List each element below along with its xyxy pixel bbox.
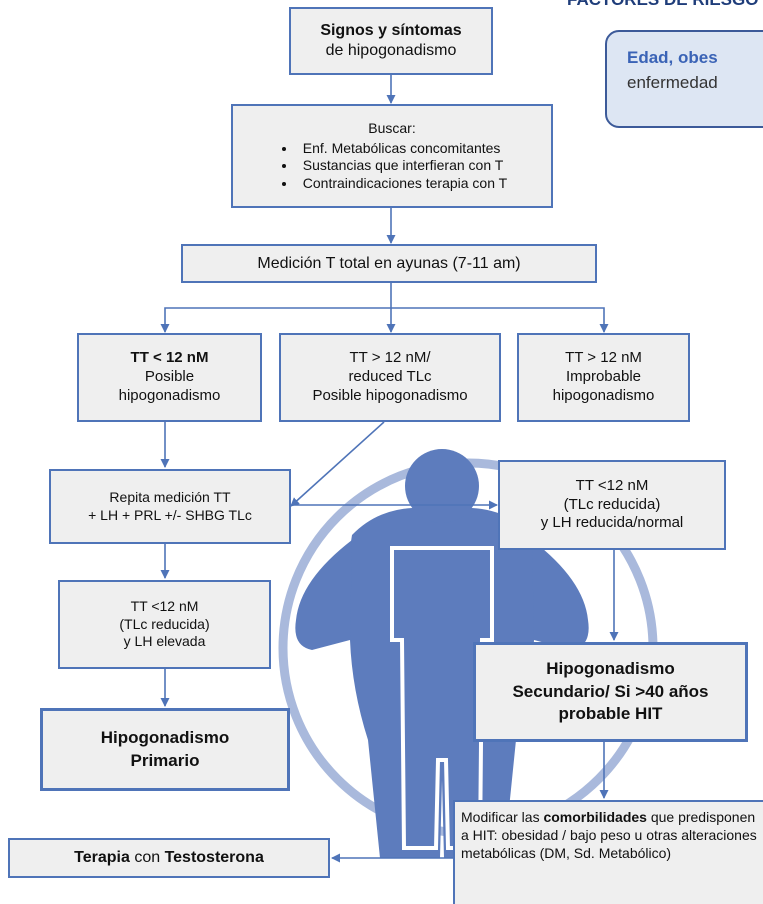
lh-high-line3: y LH elevada	[123, 633, 206, 650]
box-primary-hypogonadism: Hipogonadismo Primario	[40, 708, 290, 791]
therapy-mid: con	[129, 849, 165, 866]
arrow-ttmid-to-repeat	[290, 421, 385, 507]
box-secondary-hypogonadism: Hipogonadismo Secundario/ Si >40 años pr…	[473, 642, 748, 742]
modify-bold: comorbilidades	[543, 809, 647, 825]
therapy-bold2: Testosterona	[164, 849, 264, 866]
therapy-bold1: Terapia	[74, 849, 130, 866]
box-measurement: Medición T total en ayunas (7-11 am)	[181, 244, 597, 283]
box-search: Buscar: Enf. Metabólicas concomitantes S…	[231, 104, 553, 208]
tt-mid-line1: TT > 12 nM/	[349, 349, 431, 367]
tt-high-line2: Improbable	[565, 368, 642, 386]
tt-mid-line2: reduced TLc	[348, 368, 432, 386]
tt-high-line1: TT > 12 nM	[565, 349, 642, 367]
lh-high-line1: TT <12 nM	[130, 598, 199, 615]
risk-factors-line1: Edad, obes	[627, 48, 718, 67]
tt-low-title: TT < 12 nM	[130, 349, 209, 367]
primary-line1: Hipogonadismo	[100, 727, 230, 747]
repeat-line1: Repita medición TT	[109, 489, 231, 505]
search-title: Buscar:	[368, 120, 416, 136]
box-tt-low: TT < 12 nM Posible hipogonadismo	[77, 333, 262, 422]
box-lh-low: TT <12 nM (TLc reducida) y LH reducida/n…	[498, 460, 726, 550]
figure-inner-outline	[390, 546, 494, 850]
lh-low-line1: TT <12 nM	[575, 476, 649, 494]
branch-line	[160, 283, 392, 333]
search-item: Sustancias que interfieran con T	[297, 157, 507, 175]
modify-pre: Modificar las	[461, 809, 544, 825]
search-item: Enf. Metabólicas concomitantes	[297, 140, 507, 158]
lh-high-line2: (TLc reducida)	[119, 615, 210, 632]
repeat-line2: + LH + PRL +/- SHBG TLc	[88, 506, 252, 523]
tt-low-line3: hipogonadismo	[118, 386, 221, 404]
secondary-line1: Hipogonadismo	[546, 658, 675, 678]
signs-text: de hipogonadismo	[325, 42, 457, 59]
signs-bold: Signos y síntomas	[320, 22, 462, 39]
box-testosterone-therapy: Terapia con Testosterona	[8, 838, 330, 878]
figure-arm-right	[532, 540, 589, 650]
risk-factors-box: Edad, obes enfermedad	[605, 30, 763, 128]
risk-factors-title: FACTORES DE RIESGO	[567, 0, 763, 10]
search-list: Enf. Metabólicas concomitantes Sustancia…	[277, 140, 507, 193]
measurement-text: Medición T total en ayunas (7-11 am)	[257, 254, 521, 272]
figure-body	[347, 508, 537, 858]
modify-post: que predisponen a HIT: obesidad / bajo p…	[461, 809, 757, 862]
box-signs-symptoms: Signos y síntomas de hipogonadismo	[289, 7, 493, 75]
box-tt-high: TT > 12 nM Improbable hipogonadismo	[517, 333, 690, 422]
lh-low-line2: (TLc reducida)	[563, 495, 661, 513]
box-repeat-measurement: Repita medición TT + LH + PRL +/- SHBG T…	[49, 469, 291, 544]
box-modify-comorbidities: Modificar las comorbilidades que predisp…	[453, 800, 763, 904]
secondary-line3: probable HIT	[558, 704, 663, 724]
lh-low-line3: y LH reducida/normal	[540, 514, 684, 532]
branch-line-right	[391, 307, 609, 333]
figure-arm-left	[295, 540, 352, 650]
search-item: Contraindicaciones terapia con T	[297, 175, 507, 193]
tt-high-line3: hipogonadismo	[552, 386, 655, 404]
risk-factors-line2: enfermedad	[627, 72, 718, 92]
secondary-line2: Secundario/ Si >40 años	[512, 681, 709, 701]
box-lh-high: TT <12 nM (TLc reducida) y LH elevada	[58, 580, 271, 669]
box-tt-mid: TT > 12 nM/ reduced TLc Posible hipogona…	[279, 333, 501, 422]
tt-mid-line3: Posible hipogonadismo	[312, 386, 468, 404]
primary-line2: Primario	[130, 750, 200, 770]
tt-low-line2: Posible	[144, 368, 195, 386]
